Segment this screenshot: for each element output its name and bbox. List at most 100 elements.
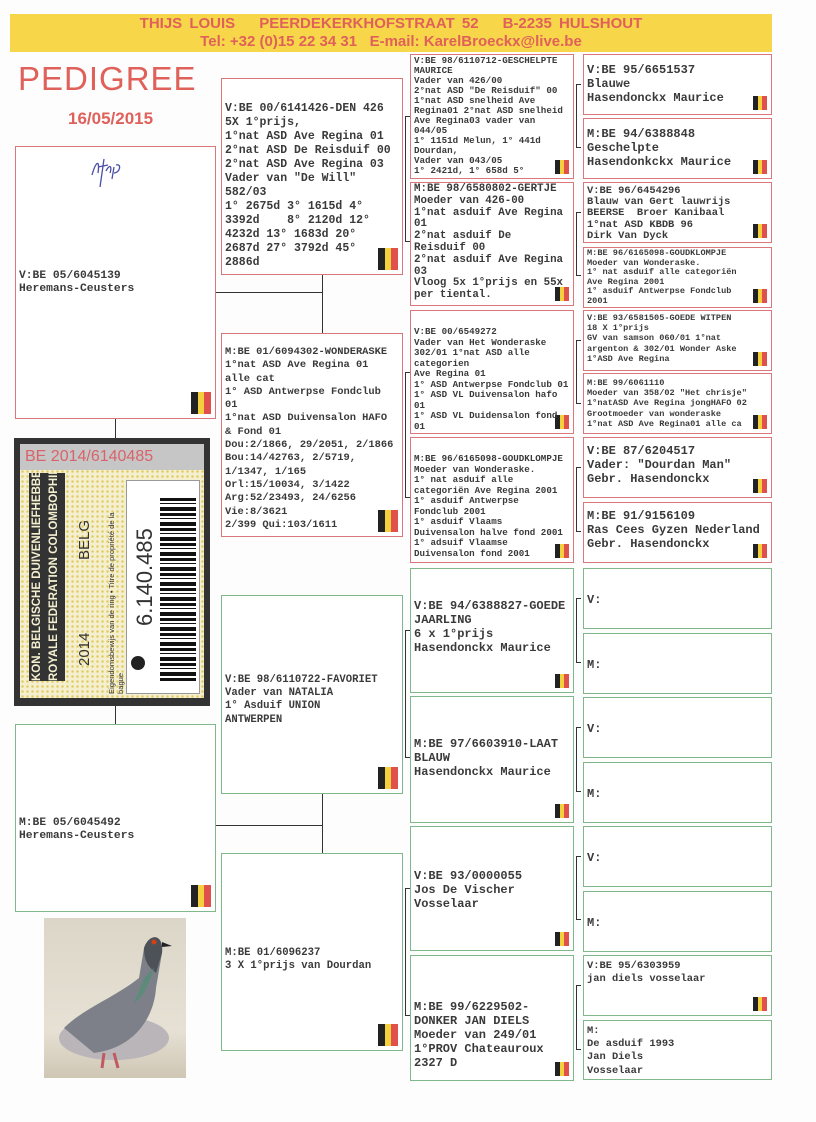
text-line: Moeder van 358/02 "Het chrisje": [587, 388, 747, 399]
text-line: Blauw van Gert lauwrijs: [587, 196, 731, 209]
pigeon-photo: [44, 918, 186, 1078]
text-line: 1° ASD VL Duidensalon fond: [414, 410, 558, 421]
text-line: M:BE 01/6096237: [225, 947, 321, 959]
gen4-box: M:: [583, 891, 772, 952]
text-line: 1° 2421d, 1° 658d 5°: [414, 165, 525, 176]
text-line: 2°nat asduif Ave Regina: [414, 253, 564, 266]
ring-ownership: Eigendomsbewijs van de ring • Titre de p…: [107, 512, 125, 694]
bracket: [405, 630, 410, 758]
belgium-flag-icon: [753, 352, 768, 366]
text-line: M:BE 96/6165098-GOUDKLOMPJE: [414, 453, 563, 464]
belgium-flag-icon: [753, 479, 768, 493]
bracket: [576, 340, 581, 404]
belgium-flag-icon: [753, 96, 768, 110]
text-line: JAARLING: [414, 613, 472, 627]
text-line: categorien: [414, 357, 470, 369]
connector-line: [115, 419, 117, 438]
text-line: M:: [587, 787, 602, 801]
text-line: 1°natASD Ave Regina jongHAFO 02: [587, 398, 747, 409]
text-line: 2001: [587, 295, 608, 306]
text-line: Dou:2/1866, 29/2051, 2/1866: [225, 439, 394, 452]
gen4-info: M:: [587, 658, 769, 672]
text-line: V:: [587, 722, 602, 736]
text-line: 1° ASD Antwerpse Fondclub: [225, 385, 381, 398]
text-line: ANTWERPEN: [225, 713, 283, 726]
breeder-name: THIJS LOUIS: [139, 15, 236, 32]
text-line: 1°nat ASD snelheid Ave: [414, 95, 536, 106]
text-line: 3 X 1°prijs van Dourdan: [225, 960, 372, 973]
text-line: 044/05: [414, 125, 448, 136]
text-line: 1/1347, 1/165: [225, 465, 307, 478]
text-line: Gebr. Hasendonckx: [587, 537, 710, 551]
text-line: 1°nat ASD Ave Regina 01: [225, 359, 369, 372]
text-line: Heremans-Ceusters: [19, 283, 135, 296]
text-line: 1° asduif Antwerpse: [414, 495, 519, 506]
belgium-flag-icon: [378, 1024, 399, 1046]
text-line: M:BE 99/6061110: [587, 378, 665, 388]
text-line: 2°nat ASD "De Reisduif" 00: [414, 85, 558, 96]
text-line: V:BE 93/0000055: [414, 869, 523, 883]
text-line: Vloog 5x 1°prijs en 55x: [414, 277, 564, 290]
belgium-flag-icon: [753, 415, 768, 429]
text-line: 1°nat ASD KBDB 96: [587, 218, 694, 231]
text-line: 2687d 27° 3792d 45°: [225, 242, 357, 255]
gen4-box: V:: [583, 826, 772, 887]
text-line: Vader: "Dourdan Man": [587, 458, 732, 472]
text-line: Moeder van 426-00: [414, 194, 525, 207]
text-line: 18 X 1°prijs: [587, 323, 649, 334]
gen4-info: M:: [587, 787, 769, 801]
text-line: Grootmoeder van wonderaske: [587, 408, 722, 419]
text-line: M:BE 98/6580802-GERTJE: [414, 183, 557, 195]
text-line: 1° Asduif UNION: [225, 700, 321, 713]
text-line: Blauwe: [587, 77, 631, 91]
text-line: Vader van "De Will": [225, 172, 357, 185]
text-line: BEERSE Broer Kanibaal: [587, 207, 725, 220]
text-line: M:: [587, 916, 602, 930]
text-line: 2886d: [225, 256, 260, 269]
text-line: Jos De Vischer: [414, 883, 515, 897]
belgium-flag-icon: [753, 997, 768, 1011]
text-line: 2°nat asduif De: [414, 230, 512, 243]
belgium-flag-icon: [555, 1062, 570, 1076]
text-line: 1° ASD VL Duivensalon hafo: [414, 389, 558, 400]
text-line: Hasendonkckx Maurice: [587, 155, 732, 169]
gen4-info: V:: [587, 593, 769, 607]
text-line: V:: [587, 593, 602, 607]
text-line: 582/03: [225, 186, 267, 199]
bracket: [576, 727, 581, 792]
text-line: 1°nat asduif Ave Regina: [414, 206, 564, 219]
connector-line: [216, 825, 322, 827]
belgium-flag-icon: [555, 804, 570, 818]
text-line: 2327 D: [414, 1056, 458, 1070]
text-line: 1° asduif Vlaams: [414, 516, 503, 527]
text-line: MAURICE: [414, 65, 453, 76]
belgium-flag-icon: [555, 674, 570, 688]
text-line: M:BE 05/6045492: [19, 817, 121, 829]
text-line: Ave Regina 01: [414, 368, 486, 379]
text-line: V:BE 96/6454296: [587, 185, 681, 197]
ring-org-fr: ROYALE FEDERATION COLOMBOPHILE BELGE: [48, 473, 60, 681]
text-line: Moeder van Wonderaske.: [414, 463, 536, 475]
text-line: V:BE 93/6581505-GOEDE WITPEN: [587, 313, 732, 323]
band-number: BE 2014/6140485: [25, 448, 154, 465]
